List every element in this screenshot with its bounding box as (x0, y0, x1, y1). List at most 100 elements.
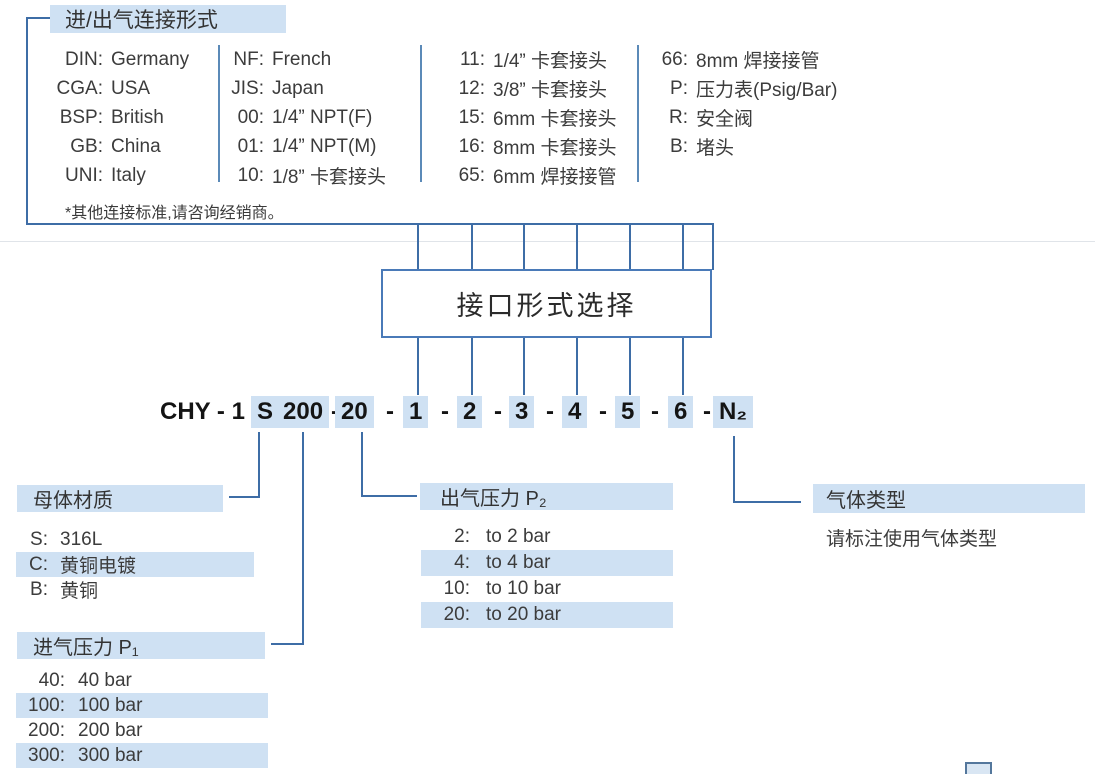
option-code: P: (670, 77, 688, 99)
option-label: 3/8” 卡套接头 (493, 80, 608, 101)
connector-line (471, 223, 473, 269)
option-code: S: (30, 528, 48, 550)
connection-table-column-1: DIN: Germany CGA: USA BSP: British GB: C… (17, 45, 190, 190)
option-label: 压力表(Psig/Bar) (696, 80, 838, 101)
option-code: UNI: (65, 164, 103, 186)
option-label: China (111, 135, 161, 157)
connector-line (258, 432, 260, 497)
option-label: 堵头 (696, 138, 735, 159)
gas-type-note: 请标注使用气体类型 (826, 529, 998, 550)
material-option-row: S: 316L (16, 527, 254, 552)
connection-option-row: P: 压力表(Psig/Bar) (650, 74, 837, 103)
connection-option-row: 16: 8mm 卡套接头 (435, 132, 617, 161)
model-code-segment: - (494, 398, 502, 425)
model-code-segment: CHY - 1 (160, 398, 245, 425)
connection-table-column-2: NF: French JIS: Japan 00: 1/4” NPT(F) 01… (228, 45, 386, 190)
model-code-segment: S (251, 396, 280, 428)
option-label: 1/8” 卡套接头 (272, 167, 387, 188)
model-code-segment: 5 (615, 396, 641, 428)
option-code: 2: (454, 526, 470, 547)
option-label: to 2 bar (486, 526, 551, 547)
connector-line (733, 501, 801, 503)
option-label: Germany (111, 48, 190, 70)
port-type-selector-box: 接口形式选择 (381, 269, 712, 338)
connector-line (26, 223, 714, 225)
connection-option-row: 00: 1/4” NPT(F) (228, 103, 386, 132)
material-option-row: B: 黄铜 (16, 577, 254, 603)
connector-line (229, 496, 260, 498)
inlet-pressure-option-row: 300: 300 bar (16, 743, 268, 768)
model-code-segment: 20 (335, 396, 374, 428)
option-label: to 4 bar (486, 552, 551, 573)
option-code: GB: (70, 135, 103, 157)
option-code: 01: (237, 135, 264, 157)
connector-line (26, 17, 28, 225)
connector-line (417, 223, 419, 269)
option-label: 黄铜 (60, 581, 99, 602)
model-code-segment: N₂ (713, 396, 753, 428)
connector-line (682, 223, 684, 269)
model-code-segment: 1 (403, 396, 429, 428)
connection-option-row: 11: 1/4” 卡套接头 (435, 45, 617, 74)
option-label: 1/4” NPT(M) (272, 135, 377, 157)
option-code: 66: (661, 48, 688, 70)
option-code: 10: (443, 578, 470, 599)
outlet-pressure-option-row: 2: to 2 bar (421, 524, 673, 550)
connection-option-row: NF: French (228, 45, 386, 74)
connection-option-row: DIN: Germany (17, 45, 189, 74)
model-code-segment: 4 (562, 396, 588, 428)
inlet-pressure-list: 40: 40 bar 100: 100 bar 200: 200 bar 300… (16, 668, 268, 768)
option-code: 00: (237, 106, 264, 128)
option-code: B: (670, 135, 688, 157)
connection-option-row: R: 安全阀 (650, 103, 837, 132)
connection-table-column-3: 11: 1/4” 卡套接头 12: 3/8” 卡套接头 15: 6mm 卡套接头… (435, 45, 617, 190)
option-code: 11: (459, 48, 485, 70)
connection-table-column-4: 66: 8mm 焊接接管 P: 压力表(Psig/Bar) R: 安全阀 B: … (650, 45, 838, 161)
option-code: JIS: (231, 77, 264, 99)
option-label: Italy (111, 164, 146, 186)
connector-line (26, 17, 50, 19)
connector-line (361, 432, 363, 496)
option-label: 40 bar (78, 669, 132, 691)
connector-line (576, 338, 578, 395)
option-label: 8mm 焊接接管 (696, 51, 820, 72)
connection-option-row: 01: 1/4” NPT(M) (228, 132, 386, 161)
option-label: 1/4” NPT(F) (272, 106, 373, 128)
model-code-segment: 6 (668, 396, 694, 428)
option-label: 6mm 卡套接头 (493, 109, 617, 130)
option-code: 15: (458, 106, 485, 128)
connector-line (417, 338, 419, 395)
connection-option-row: B: 堵头 (650, 132, 837, 161)
connection-option-row: 65: 6mm 焊接接管 (435, 161, 617, 190)
option-label: 6mm 焊接接管 (493, 167, 617, 188)
model-code-segment: - (651, 398, 659, 425)
model-code-segment: - (546, 398, 554, 425)
model-code-segment: - (599, 398, 607, 425)
connector-line (629, 223, 631, 269)
option-code: NF: (233, 48, 264, 70)
option-label: 黄铜电镀 (60, 556, 137, 577)
outlet-pressure-header: 出气压力 P₂ (420, 483, 673, 510)
option-code: C: (29, 553, 48, 575)
option-label: to 20 bar (486, 604, 561, 625)
connection-option-row: GB: China (17, 132, 189, 161)
connector-line (682, 338, 684, 395)
inlet-pressure-option-row: 40: 40 bar (16, 668, 268, 693)
option-code: 300: (28, 744, 65, 766)
option-label: 200 bar (78, 719, 143, 741)
connection-option-row: 15: 6mm 卡套接头 (435, 103, 617, 132)
inlet-pressure-option-row: 200: 200 bar (16, 718, 268, 743)
connector-line (523, 223, 525, 269)
connector-line (712, 223, 714, 270)
connection-option-row: UNI: Italy (17, 161, 189, 190)
option-code: 40: (38, 669, 65, 691)
option-code: R: (669, 106, 688, 128)
option-code: 12: (458, 77, 485, 99)
option-code: 65: (458, 164, 485, 186)
connection-option-row: 10: 1/8” 卡套接头 (228, 161, 386, 190)
connector-line (629, 338, 631, 395)
model-code-segment: 2 (457, 396, 483, 428)
option-code: B: (30, 578, 48, 600)
option-label: 安全阀 (696, 109, 754, 130)
